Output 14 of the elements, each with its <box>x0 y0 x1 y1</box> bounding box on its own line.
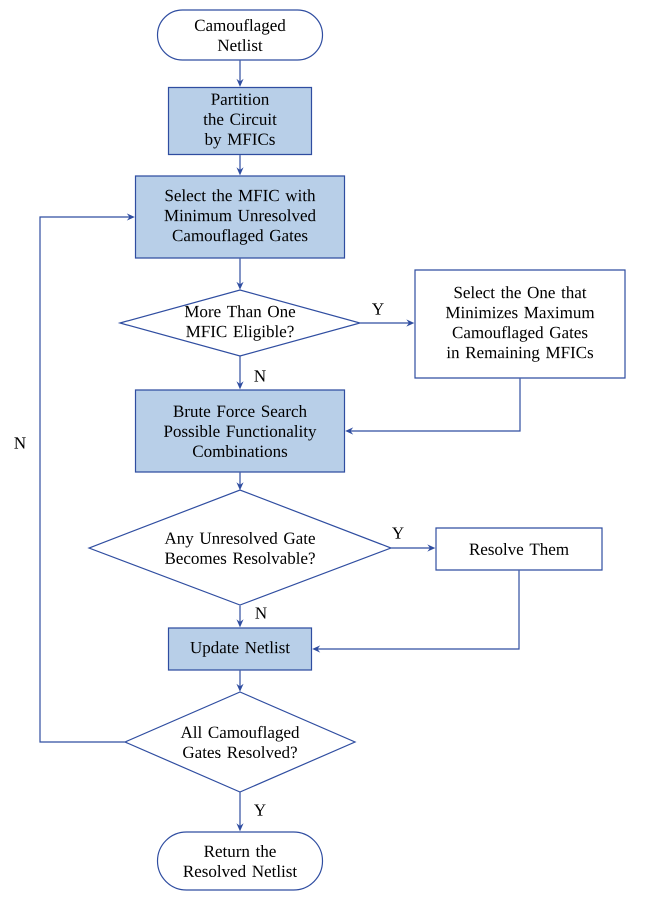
process-box: Partition the Circuit by MFICs <box>168 86 312 156</box>
edge-label: Y <box>370 302 386 316</box>
terminal-box: Return the Resolved Netlist <box>156 831 324 891</box>
process-box: Select the One that Minimizes Maximum Camouflaged Gates in Remaining MFICs <box>414 269 626 379</box>
edge-label: N <box>254 606 268 620</box>
edge-label: N <box>12 436 28 450</box>
process-box: Resolve Them <box>435 527 603 571</box>
edge-label: Y <box>390 526 406 540</box>
edge-label: Y <box>252 803 268 817</box>
process-box: Brute Force Search Possible Functionality Combinations <box>134 389 346 473</box>
process-box: Select the MFIC with Minimum Unresolved Camouflaged Gates <box>134 175 346 259</box>
process-box: Update Netlist <box>168 627 312 671</box>
terminal-box: Camouflaged Netlist <box>156 9 324 61</box>
edge-label: N <box>252 369 268 383</box>
